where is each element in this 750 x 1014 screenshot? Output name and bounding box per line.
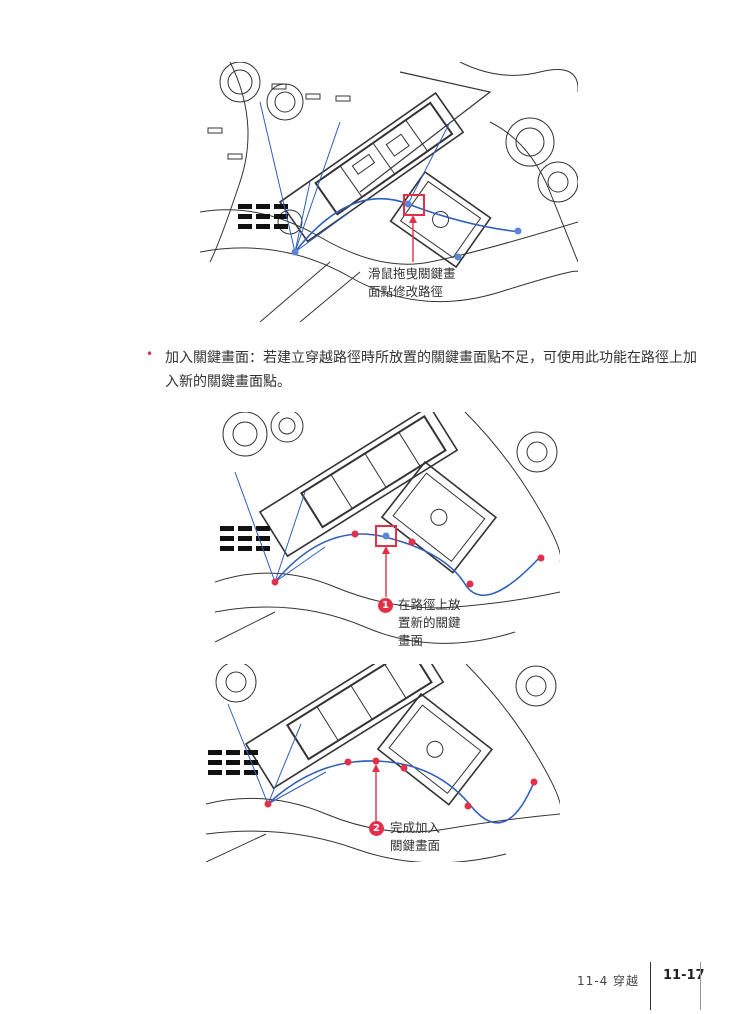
step-2-badge: 2 bbox=[369, 821, 384, 836]
footer-divider bbox=[650, 962, 651, 1010]
footer-edge-rule bbox=[700, 962, 701, 1010]
floorplan-drawing-3 bbox=[206, 664, 560, 862]
bullet-marker: • bbox=[146, 347, 154, 361]
figure-1-callout-line-1: 滑鼠拖曳關鍵畫 bbox=[368, 266, 456, 281]
bullet-paragraph: 加入關鍵畫面：若建立穿越路徑時所放置的關鍵畫面點不足，可使用此功能在路徑上加入新… bbox=[165, 350, 697, 390]
figure-3-keyframe-added bbox=[206, 664, 560, 862]
figure-3-callout-line-1: 完成加入 bbox=[390, 820, 441, 835]
floorplan-drawing-1 bbox=[200, 62, 578, 322]
figure-2-callout-line-2: 置新的關鍵 bbox=[398, 615, 461, 630]
figure-1-callout: 滑鼠拖曳關鍵畫 面點修改路徑 bbox=[368, 265, 478, 301]
figure-2-add-keyframe bbox=[215, 412, 560, 644]
figure-3-callout: 完成加入 關鍵畫面 bbox=[390, 819, 480, 855]
figure-2-callout-line-3: 畫面 bbox=[398, 633, 424, 648]
figure-2-callout: 在路徑上放 置新的關鍵 畫面 bbox=[398, 596, 488, 650]
figure-1-drag-keyframe bbox=[200, 62, 578, 322]
figure-3-callout-line-2: 關鍵畫面 bbox=[390, 838, 441, 853]
figure-2-callout-line-1: 在路徑上放 bbox=[398, 597, 461, 612]
figure-1-callout-line-2: 面點修改路徑 bbox=[368, 284, 444, 299]
footer-page-number: 11-17 bbox=[663, 968, 705, 983]
step-1-badge: 1 bbox=[378, 598, 393, 613]
footer-section-title: 11-4 穿越 bbox=[577, 974, 640, 988]
